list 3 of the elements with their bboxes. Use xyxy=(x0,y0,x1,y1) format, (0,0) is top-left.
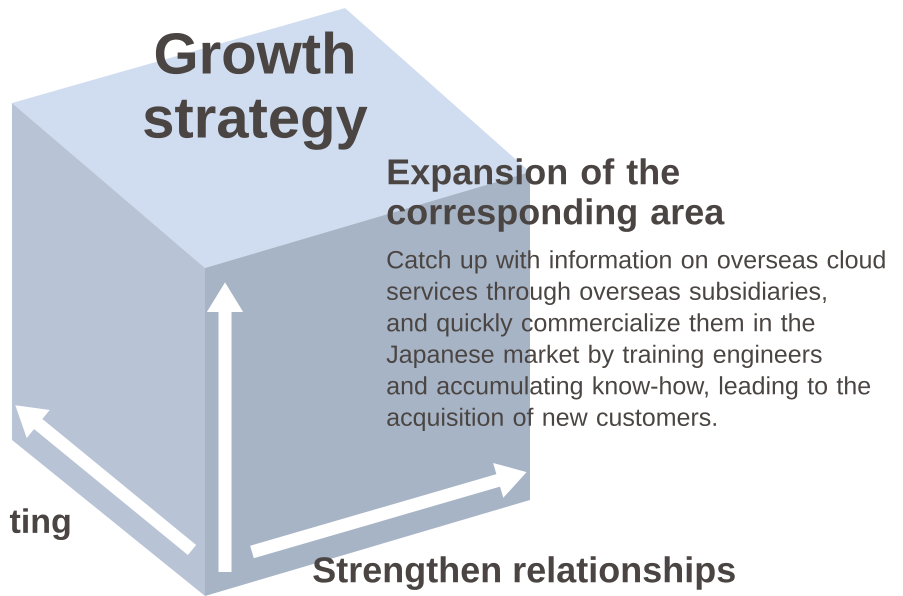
heading: Strengthen relationships xyxy=(313,556,735,590)
heading: ting xyxy=(10,508,70,540)
title: Growth strategy xyxy=(144,32,368,150)
